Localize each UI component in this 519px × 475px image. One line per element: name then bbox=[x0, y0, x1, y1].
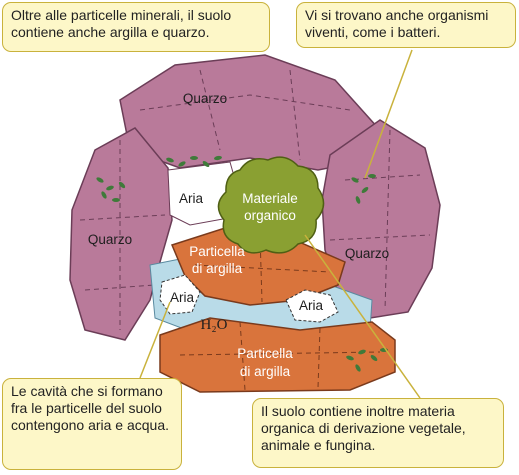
label-clay-bottom-line2: di argilla bbox=[240, 364, 291, 379]
bacteria-cluster-bottom bbox=[346, 348, 388, 372]
label-air-right: Aria bbox=[299, 298, 323, 313]
leader-line-organic bbox=[304, 234, 421, 399]
label-clay-bottom-line1: Particella bbox=[237, 346, 293, 361]
organic-matter bbox=[217, 156, 325, 254]
bacteria-cluster-left bbox=[96, 177, 126, 202]
label-air-top: Aria bbox=[179, 191, 203, 206]
label-quartz-left: Quarzo bbox=[88, 232, 132, 247]
label-water: H₂O bbox=[201, 317, 228, 333]
leader-line-bacteria bbox=[364, 49, 413, 179]
air-pocket-left bbox=[159, 274, 201, 315]
callout-organisms: Vi si trovano anche organismi viventi, c… bbox=[296, 2, 516, 48]
quartz-left-block bbox=[69, 127, 173, 341]
callout-cavities: Le cavità che si formano fra le particel… bbox=[2, 378, 182, 470]
label-quartz-right: Quarzo bbox=[345, 246, 389, 261]
label-organic-line2: organico bbox=[244, 208, 296, 223]
label-clay-top-line2: di argilla bbox=[192, 261, 243, 276]
label-quartz-top: Quarzo bbox=[183, 91, 227, 106]
leader-line-cavities bbox=[139, 301, 171, 379]
quartz-right-block bbox=[321, 119, 441, 319]
label-clay-top-line1: Particella bbox=[189, 244, 245, 259]
label-organic-line1: Materiale bbox=[242, 191, 298, 206]
callout-minerals: Oltre alle particelle minerali, il suolo… bbox=[2, 2, 270, 52]
label-air-left: Aria bbox=[170, 290, 194, 305]
bacteria-cluster-right bbox=[351, 174, 376, 204]
leader-lines bbox=[139, 49, 421, 399]
bacteria-cluster-top bbox=[166, 155, 222, 167]
callout-organic-matter: Il suolo contiene inoltre materia organi… bbox=[252, 398, 504, 468]
air-pocket-right bbox=[285, 289, 339, 323]
